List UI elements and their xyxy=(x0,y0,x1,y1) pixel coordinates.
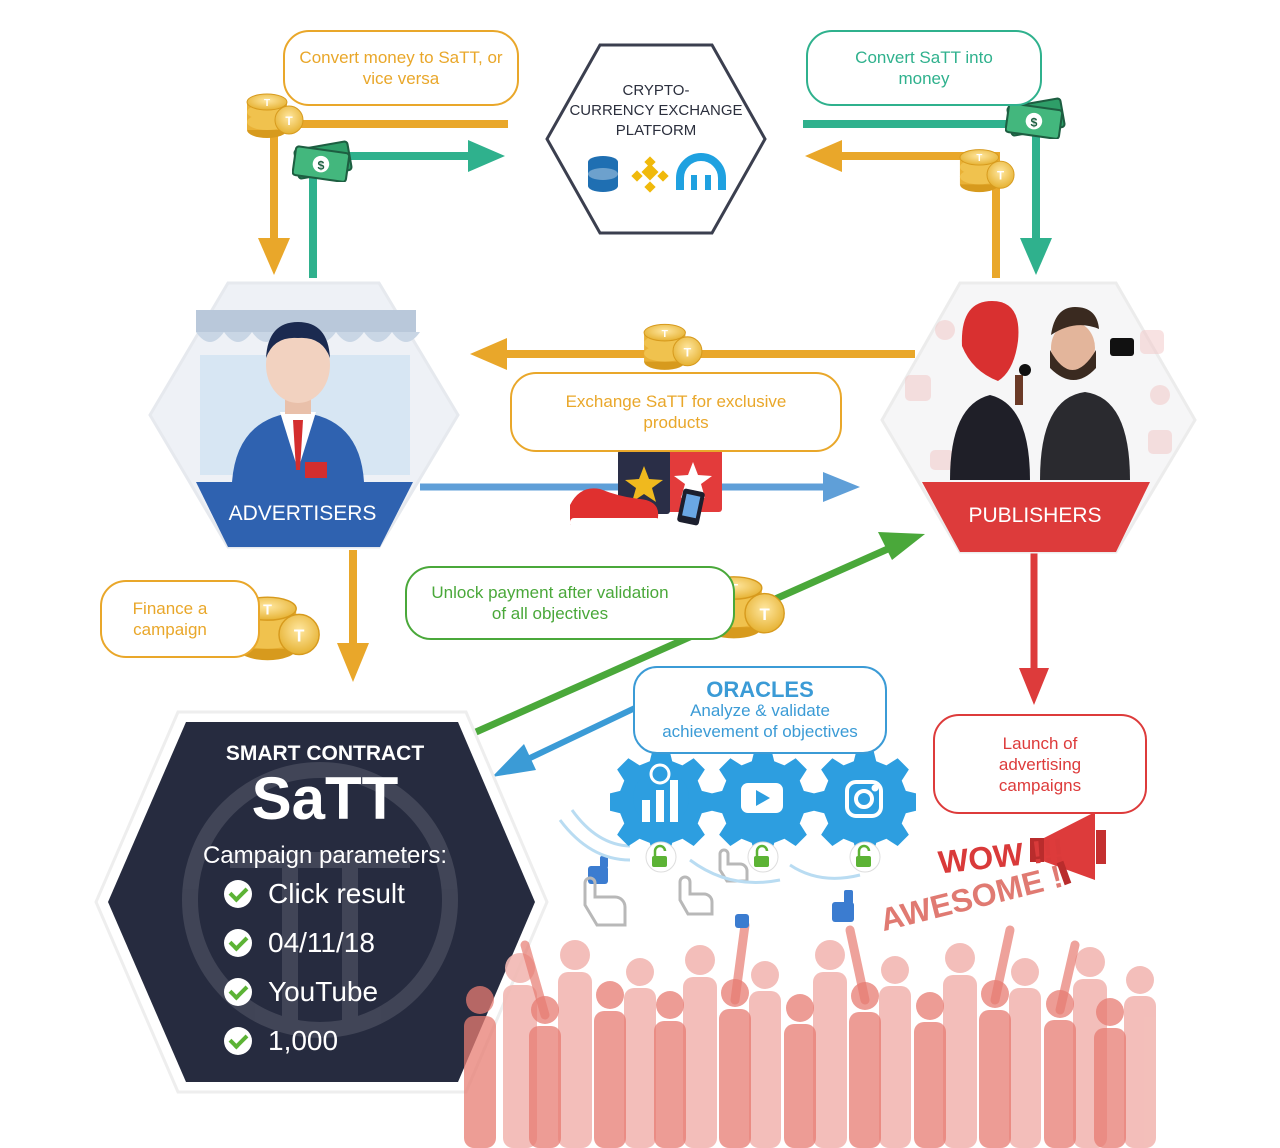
label-launch-campaigns-text: Launch of advertising campaigns xyxy=(998,733,1082,795)
oracle-instagram-gear xyxy=(814,749,916,849)
campaign-param-click-result: Click result xyxy=(268,878,405,909)
label-finance-campaign-text: Finance a campaign xyxy=(132,599,208,639)
flow-oracles-to-contract xyxy=(492,705,637,777)
satt-coin-stack-icon xyxy=(643,323,703,371)
exchange-title-line3: PLATFORM xyxy=(615,122,697,139)
publishers-node xyxy=(880,281,1197,554)
label-finance-campaign: Finance a campaign xyxy=(100,580,260,658)
campaign-param-item: 1,000 xyxy=(224,1025,338,1057)
unlock-icon xyxy=(645,841,881,873)
label-convert-money-text: Convert money to SaTT, or vice versa xyxy=(299,48,503,88)
smart-contract-brand: SaTT xyxy=(251,765,399,832)
campaign-param-count: 1,000 xyxy=(268,1025,339,1056)
publishers-label: PUBLISHERS xyxy=(968,504,1102,527)
label-convert-satt-text: Convert SaTT into money xyxy=(855,48,993,88)
check-icon xyxy=(224,929,252,957)
megaphone-icon xyxy=(1030,812,1106,886)
flow-launch-campaigns xyxy=(1019,552,1049,705)
flow-finance-campaign xyxy=(337,550,369,682)
exchange-platform-node xyxy=(545,43,767,235)
campaign-param-date: 04/11/18 xyxy=(268,927,375,958)
label-exchange-products-text: Exchange SaTT for exclusive products xyxy=(565,392,787,432)
check-icon xyxy=(224,978,252,1006)
oracles-title: ORACLES xyxy=(706,676,814,702)
oracles-subtitle: Analyze & validate achievement of object… xyxy=(662,700,858,741)
oracles-box: ORACLES Analyze & validate achievement o… xyxy=(633,666,887,754)
database-icon xyxy=(588,156,618,192)
exchange-title-line2: CURRENCY EXCHANGE xyxy=(569,102,743,119)
label-unlock-payment: Unlock payment after validation of all o… xyxy=(405,566,735,640)
label-exchange-products: Exchange SaTT for exclusive products xyxy=(510,372,842,452)
money-bill-icon xyxy=(292,139,354,182)
label-unlock-payment-text: Unlock payment after validation of all o… xyxy=(431,583,669,623)
smart-contract-title: SMART CONTRACT xyxy=(225,742,425,765)
kraken-icon xyxy=(676,153,726,190)
label-convert-satt: Convert SaTT into money xyxy=(806,30,1042,106)
label-convert-money: Convert money to SaTT, or vice versa xyxy=(283,30,519,106)
campaign-parameters-title: Campaign parameters: xyxy=(202,842,448,869)
instagram-icon xyxy=(845,780,883,818)
advertisers-node xyxy=(148,281,460,549)
youtube-icon xyxy=(741,783,783,813)
phone-icon xyxy=(677,488,705,526)
analytics-icon xyxy=(642,763,678,822)
sneaker-icon xyxy=(570,488,660,528)
campaign-param-platform: YouTube xyxy=(268,976,379,1007)
label-launch-campaigns: Launch of advertising campaigns xyxy=(933,714,1147,814)
flow-publishers-to-advertisers xyxy=(470,338,915,370)
check-icon xyxy=(224,880,252,908)
hand-cursor-icon xyxy=(583,848,749,927)
exchange-title-line1: CRYPTO- xyxy=(622,82,690,99)
campaign-param-item: YouTube xyxy=(224,976,378,1008)
satt-coin-stack-icon xyxy=(959,149,1015,193)
campaign-param-item: 04/11/18 xyxy=(224,927,375,959)
exchange-title: CRYPTO- CURRENCY EXCHANGE PLATFORM xyxy=(555,78,757,144)
flow-unlock-payment xyxy=(456,532,925,744)
check-icon xyxy=(224,1027,252,1055)
crowd-illustration xyxy=(464,920,1156,1148)
campaign-param-item: Click result xyxy=(224,878,405,910)
thumbs-up-icon xyxy=(588,856,854,928)
advertisers-label: ADVERTISERS xyxy=(228,502,377,525)
binance-icon xyxy=(631,156,669,193)
signal-waves xyxy=(558,809,861,884)
